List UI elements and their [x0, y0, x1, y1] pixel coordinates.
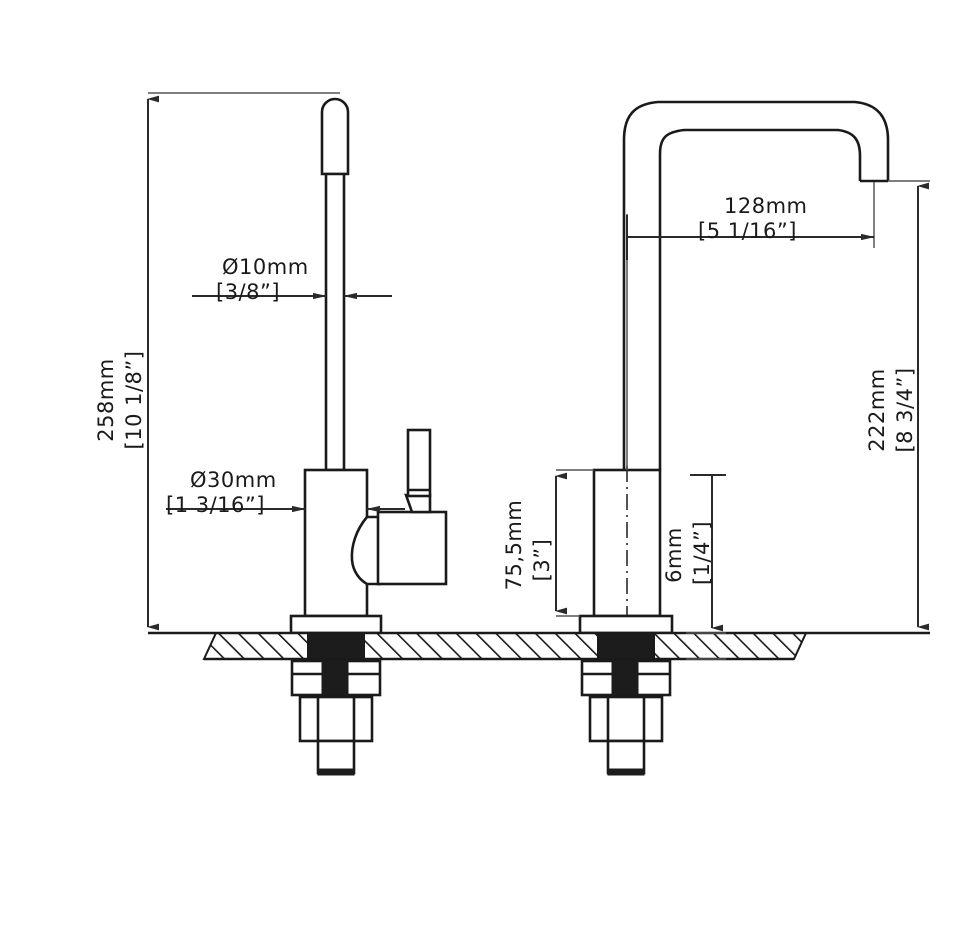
dimension-deck-thickness: 6mm [1/4”]: [662, 474, 726, 660]
tube-diameter-metric-label: Ø10mm: [222, 255, 309, 279]
body-diameter-imperial-label: [1 3/16”]: [166, 493, 265, 517]
riser-height-metric-label: 75,5mm: [502, 500, 526, 591]
overall-height-imperial-label: [10 1/8”]: [122, 351, 146, 450]
dimension-spout-height: 222mm [8 3/4”]: [865, 180, 930, 631]
dimension-overall-height: 258mm [10 1/8”]: [94, 92, 340, 631]
spout-reach-imperial-label: [5 1/16”]: [698, 219, 797, 243]
lever-stem: [404, 493, 432, 514]
lever-handle: [406, 428, 432, 498]
dimension-spout-tube-diameter: Ø10mm [3/8”]: [192, 255, 392, 304]
right-faucet-assembly: [578, 100, 890, 776]
left-faucet-assembly: [289, 97, 448, 776]
left-base-flange: [289, 614, 383, 635]
left-hex-nut: [298, 695, 374, 743]
dimension-riser-height: 75,5mm [3”]: [502, 469, 594, 617]
right-washer-core: [611, 660, 639, 696]
tube-diameter-imperial-label: [3/8”]: [216, 280, 280, 304]
gooseneck-outer-profile: [622, 100, 890, 470]
handle-neck: [350, 515, 382, 586]
vertical-spout-tube: [324, 172, 346, 472]
left-shank-tip: [317, 768, 355, 776]
right-base-flange: [578, 614, 674, 635]
right-shank-tip: [607, 768, 645, 776]
countertop-deck: [148, 631, 930, 661]
body-diameter-metric-label: Ø30mm: [190, 468, 277, 492]
left-shank-stub: [316, 739, 356, 775]
deck-hatch-left: [202, 632, 309, 660]
spout-reach-metric-label: 128mm: [724, 194, 808, 218]
gooseneck-inner-profile: [658, 128, 862, 470]
deck-hatch-right: [653, 632, 808, 660]
dimension-spout-reach: 128mm [5 1/16”]: [626, 182, 875, 470]
riser-height-imperial-label: [3”]: [530, 539, 554, 582]
dimension-body-diameter: Ø30mm [1 3/16”]: [166, 468, 405, 517]
left-deck-shank: [307, 632, 365, 662]
right-hex-nut: [588, 695, 664, 743]
handle-housing: [376, 510, 448, 586]
spout-cap: [320, 97, 350, 176]
right-deck-shank: [597, 632, 655, 662]
deck-hatch-middle: [363, 632, 599, 660]
overall-height-metric-label: 258mm: [94, 358, 118, 442]
deck-thickness-metric-label: 6mm: [662, 527, 686, 583]
spout-height-metric-label: 222mm: [865, 368, 889, 452]
deck-thickness-imperial-label: [1/4”]: [690, 521, 714, 585]
left-washer-core: [321, 660, 349, 696]
right-shank-stub: [606, 739, 646, 775]
spout-height-imperial-label: [8 3/4”]: [893, 367, 917, 452]
